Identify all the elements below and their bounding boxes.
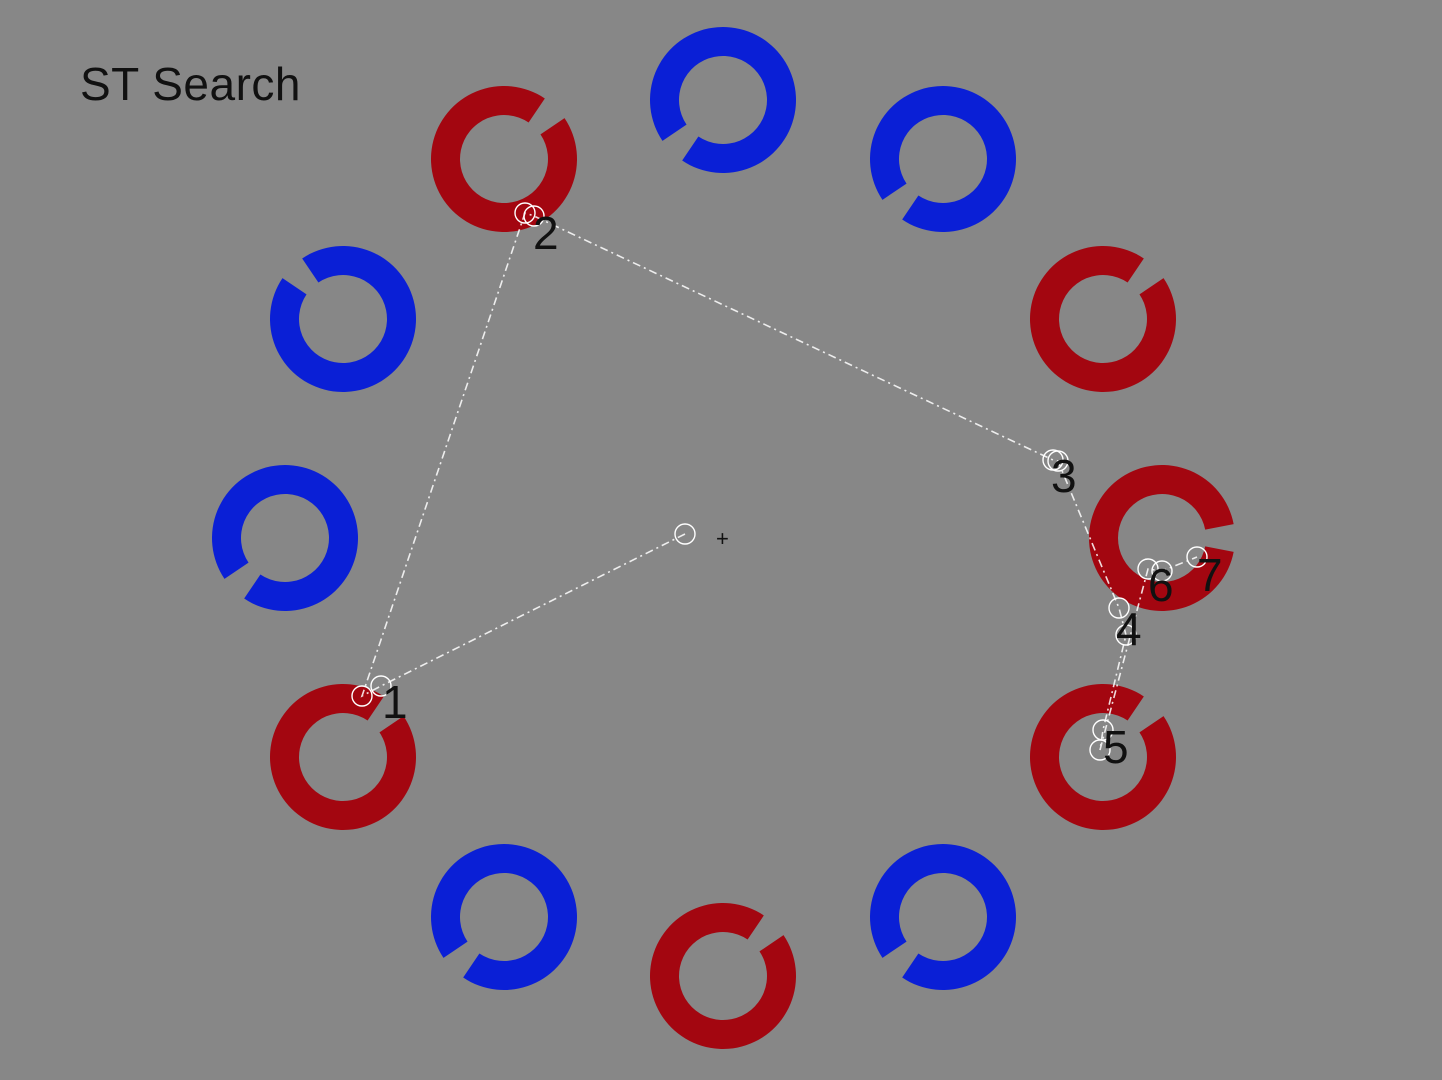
fixation-circle: [370, 675, 392, 697]
fixation-circle: [514, 202, 536, 224]
page-title: ST Search: [80, 58, 301, 110]
ring-blue: [430, 843, 577, 990]
ring-red: [270, 684, 417, 831]
fixation-label: 4: [1116, 603, 1142, 655]
ring-stimuli: [211, 27, 1234, 1049]
fixation-cross: +: [716, 526, 729, 551]
fixation-label: 7: [1197, 549, 1223, 601]
fixation-label: 1: [382, 676, 408, 728]
ring-blue: [650, 27, 797, 174]
ring-red: [1030, 246, 1177, 393]
fixation-label: 3: [1051, 450, 1077, 502]
ring-red: [430, 85, 577, 232]
fixation-circle: [1186, 546, 1208, 568]
ring-red: [650, 902, 796, 1049]
ring-blue: [211, 464, 358, 611]
fixation-circle: [1151, 560, 1173, 582]
fixation-circle: [523, 205, 545, 227]
fixation-label: 2: [533, 207, 559, 259]
scanpath-line: [360, 211, 1198, 751]
ring-red: [1088, 465, 1234, 612]
ring-red: [1030, 684, 1177, 831]
fixation-circle: [1115, 624, 1137, 646]
fixation-circle: [1137, 558, 1159, 580]
fixation-points: [351, 202, 1208, 761]
scanpath: [360, 211, 1198, 751]
fixation-circle: [674, 523, 696, 545]
ring-blue: [870, 86, 1017, 233]
fixation-circle: [1108, 597, 1130, 619]
fixation-circle: [1047, 450, 1069, 472]
fixation-circle: [351, 685, 373, 707]
ring-blue: [870, 844, 1016, 990]
fixation-circle: [1089, 739, 1111, 761]
fixation-label: 6: [1148, 559, 1174, 611]
ring-blue: [269, 246, 416, 392]
fixation-label: 5: [1103, 721, 1129, 773]
